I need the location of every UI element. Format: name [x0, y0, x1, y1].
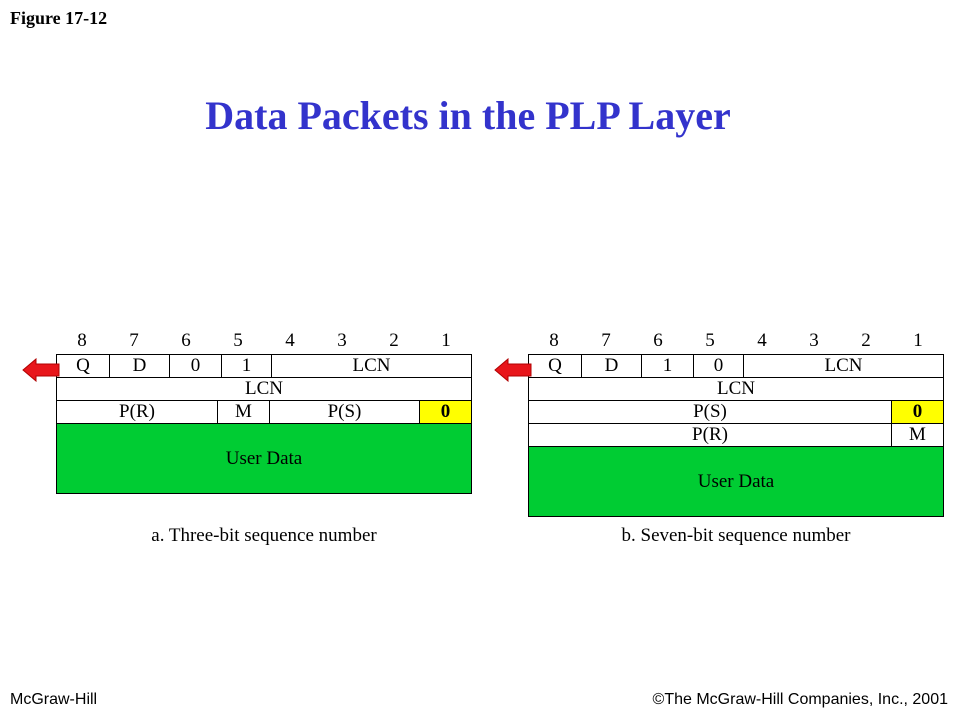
m-bit: M: [891, 424, 943, 446]
bit-5: 1: [221, 355, 271, 377]
bit-number: 5: [233, 330, 243, 351]
copyright-notice: ©The McGraw-Hill Companies, Inc., 2001: [652, 691, 948, 708]
arrow-left-icon: [494, 358, 532, 382]
bit-number: 1: [913, 330, 923, 351]
bit-number: 7: [129, 330, 139, 351]
lcn-field: LCN: [717, 378, 755, 399]
arrow-left-icon: [22, 358, 60, 382]
lcn-row: LCN: [528, 377, 944, 401]
header-row-gfi-lcn: Q D 1 0 LCN: [528, 354, 944, 378]
diagram-seven-bit: 8 7 6 5 4 3 2 1 Q D 1 0 LCN LCN P(S) 0 P…: [528, 330, 944, 555]
caption-a: a. Three-bit sequence number: [151, 525, 377, 546]
bit-number: 3: [337, 330, 347, 351]
lcn-row: LCN: [56, 377, 472, 401]
pr-field: P(R): [119, 401, 155, 422]
bit-number: 6: [653, 330, 663, 351]
lcn-field: LCN: [271, 355, 471, 377]
bit-6: 1: [641, 355, 693, 377]
bit-number: 1: [441, 330, 451, 351]
bit-number: 4: [757, 330, 767, 351]
bit-number: 3: [809, 330, 819, 351]
bit-6: 0: [169, 355, 221, 377]
figure-label: Figure 17-12: [10, 8, 108, 28]
zero-bit: 0: [419, 401, 471, 423]
d-bit: D: [109, 355, 169, 377]
pr-field: P(R): [692, 424, 728, 445]
bit-number-row: 8 7 6 5 4 3 2 1: [528, 330, 944, 354]
q-bit: Q: [76, 355, 90, 376]
zero-bit: 0: [891, 401, 943, 423]
bit-number: 4: [285, 330, 295, 351]
m-bit: M: [217, 401, 269, 423]
user-data-block: User Data: [528, 446, 944, 517]
d-bit: D: [581, 355, 641, 377]
user-data-label: User Data: [697, 470, 775, 492]
bit-number: 8: [77, 330, 87, 351]
caption-b: b. Seven-bit sequence number: [621, 525, 851, 546]
lcn-field: LCN: [245, 378, 283, 399]
bit-number: 5: [705, 330, 715, 351]
lcn-field: LCN: [743, 355, 943, 377]
bit-number: 7: [601, 330, 611, 351]
sequence-row: P(R) M P(S) 0: [56, 400, 472, 424]
bit-number: 2: [861, 330, 871, 351]
ps-field: P(S): [693, 401, 727, 422]
user-data-block: User Data: [56, 423, 472, 494]
pr-row: P(R) M: [528, 423, 944, 447]
ps-field: P(S): [269, 401, 419, 423]
bit-5: 0: [693, 355, 743, 377]
ps-row: P(S) 0: [528, 400, 944, 424]
bit-number: 6: [181, 330, 191, 351]
bit-number: 8: [549, 330, 559, 351]
diagram-three-bit: 8 7 6 5 4 3 2 1 Q D 0 1 LCN LCN P(R) M P…: [56, 330, 472, 555]
user-data-label: User Data: [225, 447, 303, 469]
publisher-name: McGraw-Hill: [10, 691, 98, 708]
bit-number-row: 8 7 6 5 4 3 2 1: [56, 330, 472, 354]
page-title: Data Packets in the PLP Layer: [205, 93, 731, 138]
bit-number: 2: [389, 330, 399, 351]
header-row-gfi-lcn: Q D 0 1 LCN: [56, 354, 472, 378]
q-bit: Q: [548, 355, 562, 376]
